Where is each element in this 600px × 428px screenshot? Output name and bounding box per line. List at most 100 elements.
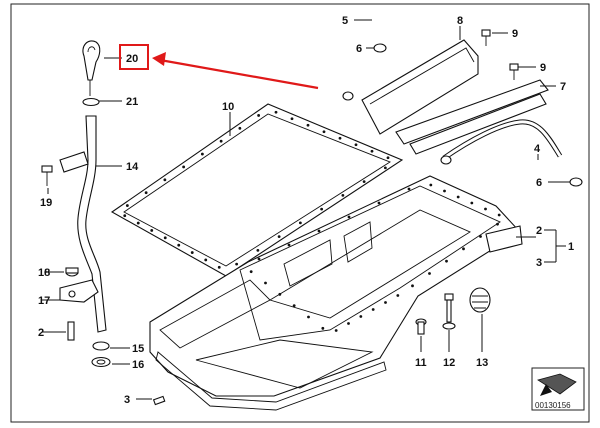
- callout-labels: 20 21 14 19 18 17 2 15 16 3 10 5 6 8 9 9…: [38, 15, 574, 406]
- callout-12: 12: [443, 357, 455, 369]
- seal-16: [91, 356, 111, 368]
- nav-arrow-icon: [537, 373, 577, 395]
- bolt-hole: [320, 207, 324, 211]
- bolt-hole: [204, 258, 208, 262]
- bolt-hole: [470, 201, 474, 205]
- drain-hardware: [152, 287, 491, 406]
- highlight-arrow: [159, 58, 319, 90]
- plug-12: [444, 293, 454, 301]
- callout-1: 1: [568, 241, 574, 253]
- cap-13: [469, 287, 491, 313]
- bolt-hole: [235, 262, 239, 266]
- bolt-9b: [509, 63, 519, 71]
- bolt-hole: [321, 326, 325, 330]
- bolt-hole: [200, 152, 204, 156]
- bolt-hole: [370, 149, 374, 153]
- bolt-hole: [274, 110, 278, 114]
- upper-parts: [342, 17, 583, 187]
- bolt-hole: [257, 257, 261, 261]
- bolt-hole: [384, 301, 387, 304]
- callout-9-mid: 9: [540, 62, 546, 74]
- bolt-hole: [338, 136, 342, 140]
- bolt-hole: [136, 221, 140, 225]
- nav-arrowhead-icon: [540, 384, 552, 396]
- callout-2-left: 2: [38, 327, 44, 339]
- grommet-6a: [373, 43, 387, 53]
- bolt-hole: [306, 123, 310, 127]
- guide-tube: [77, 115, 107, 333]
- bolt-hole: [411, 284, 414, 288]
- highlight-arrowhead: [152, 52, 166, 66]
- oil-pan: [149, 175, 523, 411]
- callout-7: 7: [560, 81, 566, 93]
- bolt-hole: [429, 183, 433, 187]
- bolt-hole: [443, 189, 446, 193]
- bolt-hole: [371, 308, 375, 311]
- bolt-hole: [163, 236, 167, 240]
- callout-18: 18: [38, 267, 50, 279]
- bolt-hole: [484, 207, 487, 211]
- callout-21: 21: [126, 96, 138, 108]
- bolt-hole: [238, 126, 242, 130]
- bolt-hole: [341, 193, 345, 197]
- callout-9-top: 9: [512, 28, 518, 40]
- bolt-hole: [462, 247, 465, 251]
- bolt-hole: [347, 322, 350, 325]
- callout-6-top: 6: [356, 43, 362, 55]
- bolt-hole: [125, 204, 129, 207]
- callout-13: 13: [476, 357, 488, 369]
- bolt-hole: [317, 229, 321, 233]
- callout-14: 14: [126, 161, 139, 173]
- bolt-hole: [496, 222, 499, 226]
- bolt-hole: [298, 221, 302, 225]
- callout-16: 16: [132, 359, 144, 371]
- washer-15: [92, 341, 110, 351]
- dipstick-assembly: [41, 40, 111, 368]
- bolt-hole: [407, 187, 411, 191]
- callout-3-bottom: 3: [124, 394, 130, 406]
- stud-3: [152, 395, 166, 406]
- bolt-hole: [256, 248, 260, 252]
- dipstick-handle: [82, 40, 101, 81]
- callout-5: 5: [342, 15, 348, 27]
- bolt-hole: [377, 201, 381, 205]
- bolt-hole: [287, 243, 291, 247]
- bolt-hole: [359, 315, 363, 318]
- bolt-hole: [292, 304, 296, 308]
- bolt-hole: [362, 180, 366, 184]
- leader-lines: [42, 19, 570, 400]
- bolt-hole: [428, 272, 431, 275]
- bolt-hole: [347, 215, 351, 219]
- bolt-hole: [479, 235, 482, 238]
- bolt-hole: [217, 265, 221, 269]
- bracket-17: [59, 279, 99, 303]
- callout-8: 8: [457, 15, 463, 27]
- gasket-7: [395, 79, 549, 145]
- bolt-hole: [322, 130, 326, 134]
- stud-2: [67, 321, 75, 341]
- bolt-hole: [383, 166, 387, 170]
- bolt-hole: [264, 281, 267, 285]
- bolt-hole: [144, 191, 148, 195]
- highlight-annotation: [119, 44, 319, 90]
- callout-10: 10: [222, 101, 234, 113]
- callout-19: 19: [40, 197, 52, 209]
- bolt-hole: [182, 165, 186, 169]
- bolt-hole: [396, 294, 400, 297]
- diagram-frame: [10, 3, 590, 423]
- callout-3-right: 3: [536, 257, 542, 269]
- bolt-hole: [456, 195, 460, 199]
- oil-pan-gasket: [110, 103, 404, 277]
- bolt-hole: [277, 235, 281, 239]
- bolt-hole: [150, 229, 154, 232]
- bolt-hole: [386, 156, 390, 160]
- tube-bracket: [59, 151, 89, 173]
- bolt-hole: [497, 213, 501, 217]
- callout-20: 20: [126, 53, 138, 65]
- bolt-hole: [354, 143, 358, 147]
- bolt-hole: [307, 315, 310, 319]
- callout-15: 15: [132, 343, 144, 355]
- cover-8: [361, 39, 479, 135]
